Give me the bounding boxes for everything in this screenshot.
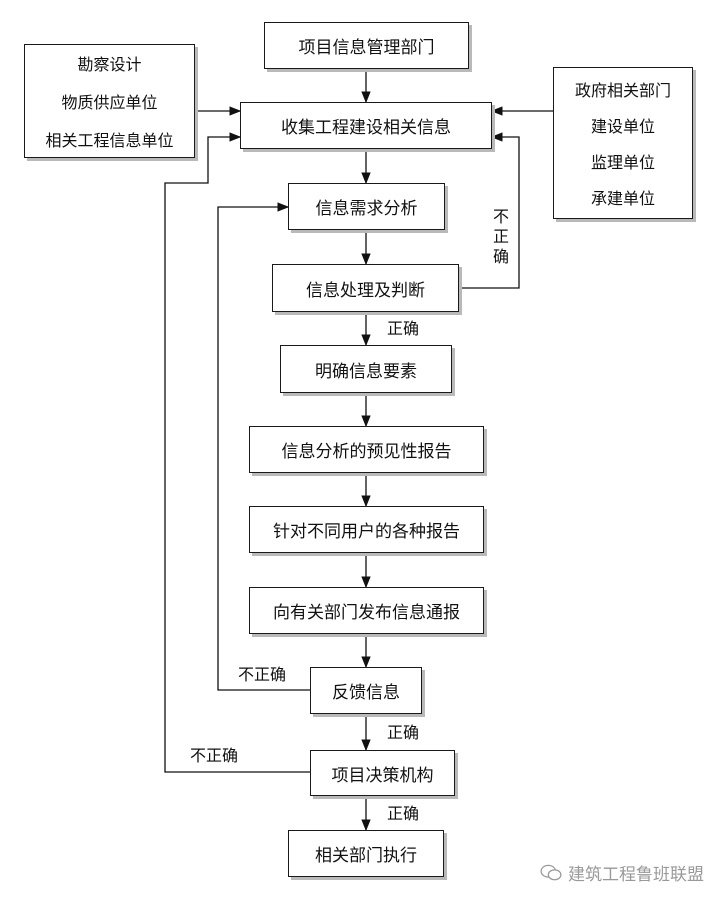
- node-execute: 相关部门执行: [288, 830, 444, 877]
- node-execute-label: 相关部门执行: [315, 846, 417, 866]
- node-clarify-elements: 明确信息要素: [280, 345, 452, 393]
- label-incorrect-feedback-loop: 不正确: [238, 665, 287, 684]
- node-clarify-elements-label: 明确信息要素: [315, 361, 417, 382]
- right-source-supervisor: 监理单位: [590, 153, 655, 172]
- node-forecast-report-label: 信息分析的预见性报告: [281, 442, 452, 462]
- node-feedback-label: 反馈信息: [332, 683, 400, 703]
- arrow-decision-back-to-collect: [164, 132, 310, 773]
- node-process-judge: 信息处理及判断: [272, 264, 459, 312]
- left-source-engineering-info-unit: 相关工程信息单位: [45, 131, 174, 150]
- right-source-owner: 建设单位: [590, 117, 655, 136]
- left-sources-box: 勘察设计 物质供应单位 相关工程信息单位: [24, 44, 195, 158]
- label-char-1: 不: [493, 207, 510, 226]
- node-feedback: 反馈信息: [310, 667, 422, 714]
- node-project-info-dept: 项目信息管理部门: [264, 22, 469, 69]
- wechat-icon: [540, 864, 562, 880]
- node-decision-body-label: 项目决策机构: [331, 765, 434, 786]
- label-incorrect-process-loop: 不 正 确: [493, 209, 509, 265]
- right-source-contractor: 承建单位: [590, 189, 655, 208]
- node-demand-analysis: 信息需求分析: [288, 183, 445, 230]
- label-correct-after-process: 正确: [387, 319, 420, 338]
- label-correct-after-decision: 正确: [387, 804, 420, 823]
- label-correct-after-feedback: 正确: [387, 723, 420, 742]
- left-source-material-supplier: 物质供应单位: [61, 93, 158, 112]
- node-project-info-dept-label: 项目信息管理部门: [298, 38, 435, 58]
- right-source-government: 政府相关部门: [574, 81, 671, 100]
- watermark-text: 建筑工程鲁班联盟: [568, 865, 704, 885]
- watermark: 建筑工程鲁班联盟: [540, 860, 704, 885]
- node-collect-info: 收集工程建设相关信息: [240, 102, 492, 149]
- arrow-process-back-to-collect: [459, 132, 520, 289]
- node-collect-info-label: 收集工程建设相关信息: [281, 118, 451, 138]
- right-sources-box: 政府相关部门 建设单位 监理单位 承建单位: [553, 67, 693, 219]
- node-demand-analysis-label: 信息需求分析: [315, 199, 418, 219]
- node-forecast-report: 信息分析的预见性报告: [249, 426, 484, 473]
- label-char-2: 正: [493, 227, 510, 246]
- node-user-reports: 针对不同用户的各种报告: [249, 506, 484, 553]
- node-publish-bulletin-label: 向有关部门发布信息通报: [273, 603, 460, 623]
- label-incorrect-decision-loop: 不正确: [190, 746, 239, 765]
- node-user-reports-label: 针对不同用户的各种报告: [273, 522, 460, 542]
- node-decision-body: 项目决策机构: [310, 750, 455, 796]
- node-process-judge-label: 信息处理及判断: [306, 280, 425, 301]
- node-publish-bulletin: 向有关部门发布信息通报: [249, 587, 484, 634]
- left-source-survey-design: 勘察设计: [77, 55, 142, 74]
- label-char-3: 确: [493, 247, 510, 266]
- arrow-feedback-back-to-demand: [217, 202, 310, 691]
